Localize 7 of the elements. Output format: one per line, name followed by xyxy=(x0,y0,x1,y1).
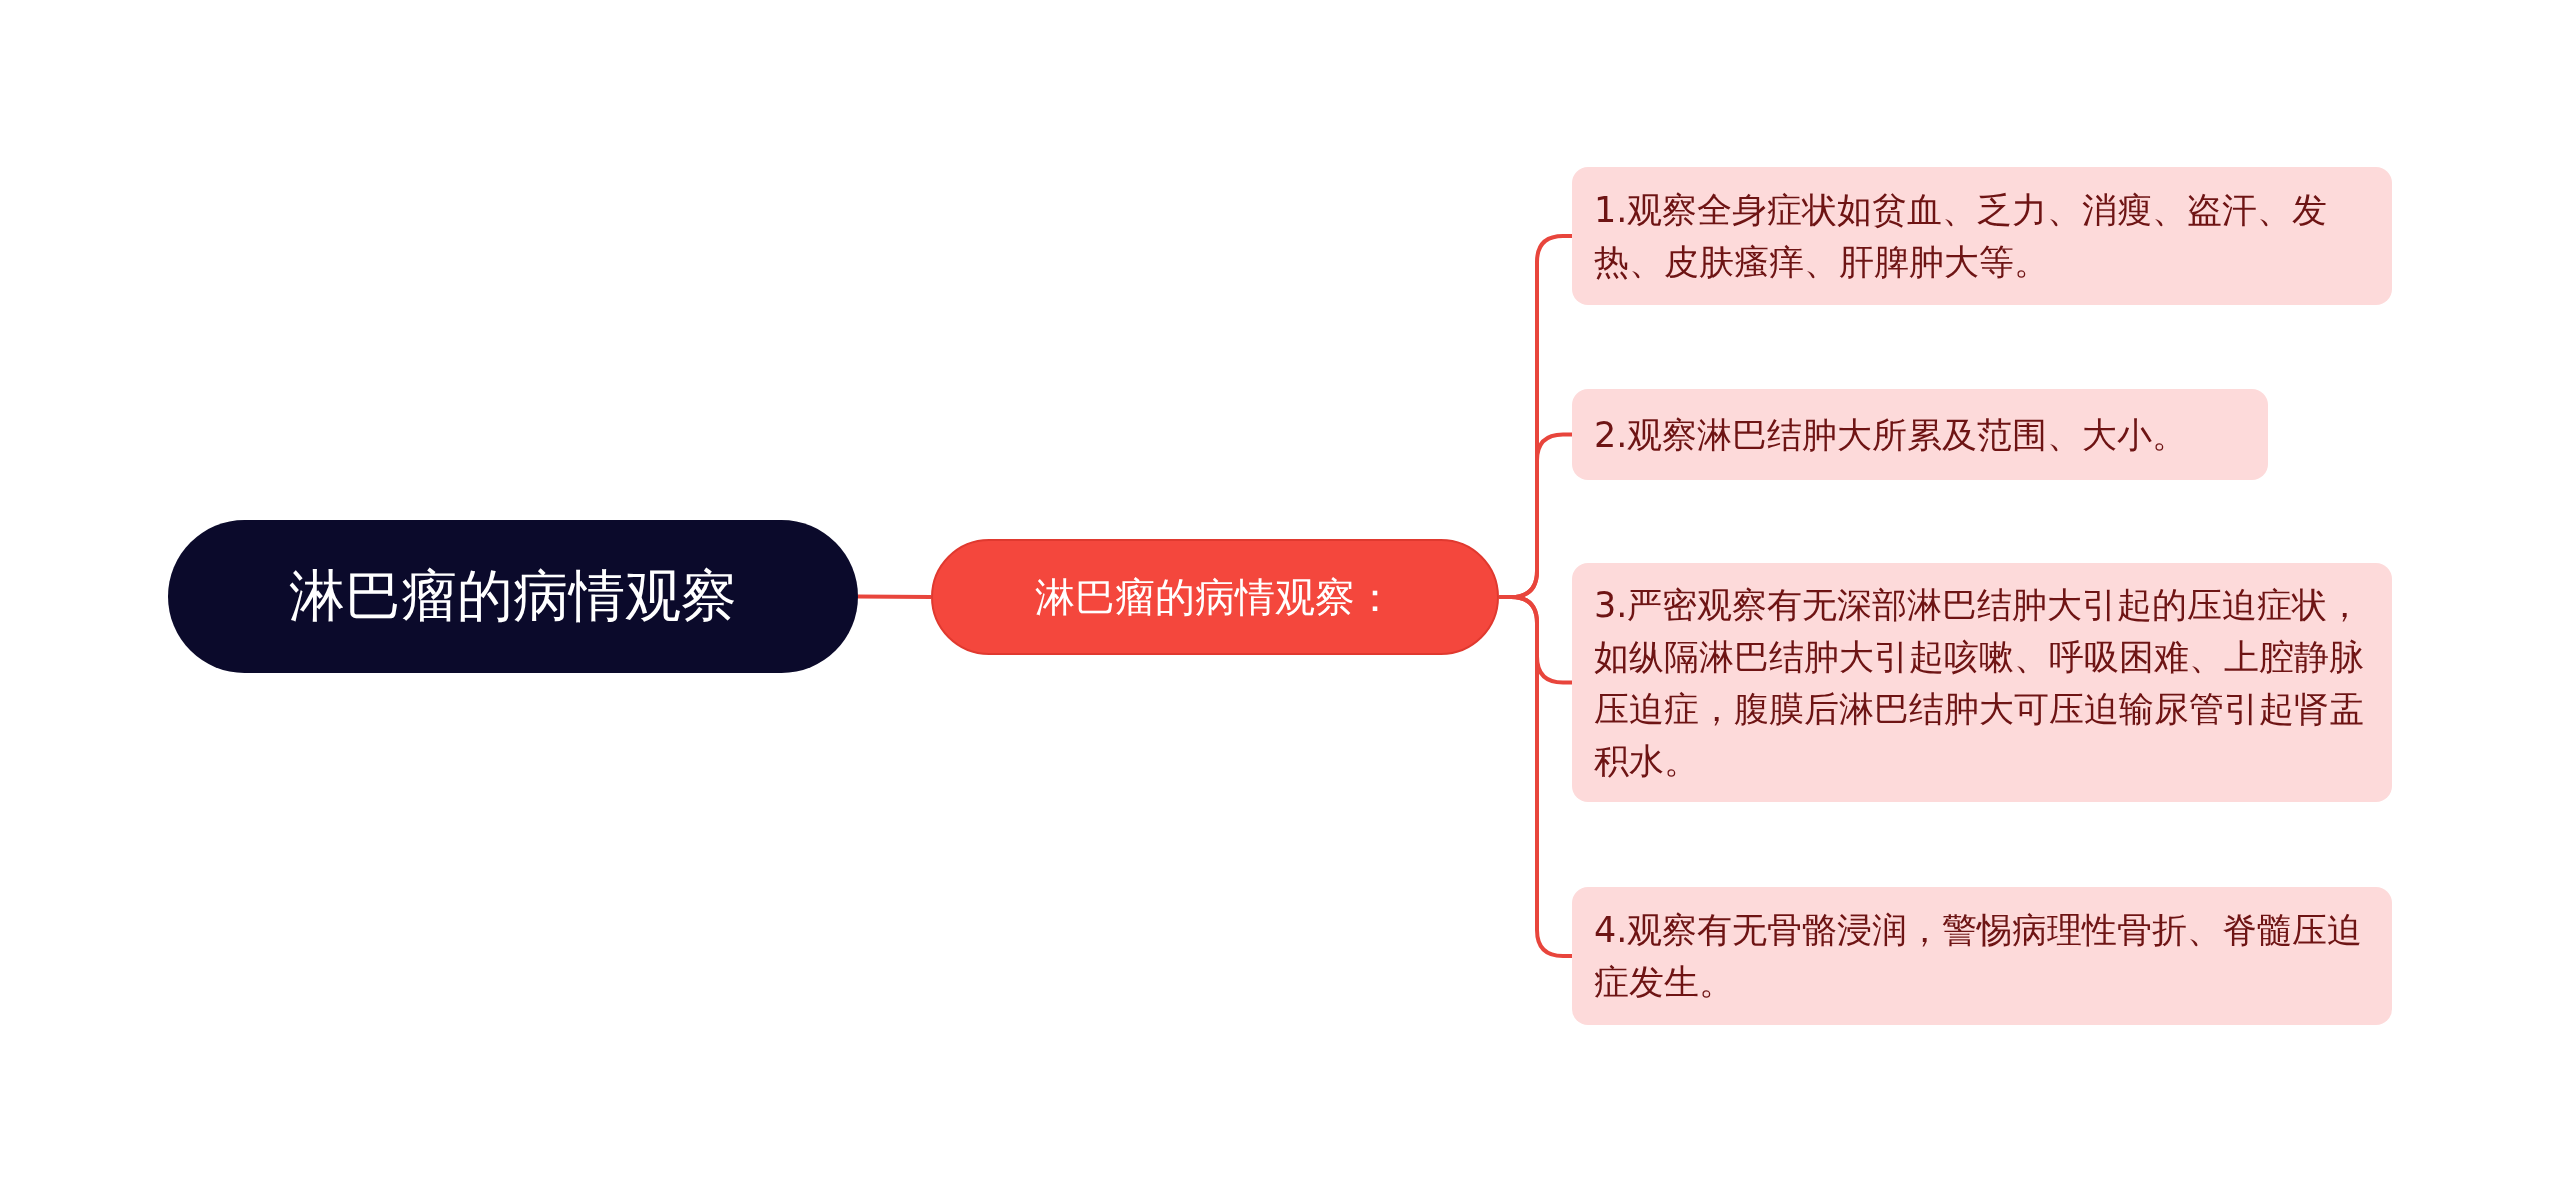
topic-box: 淋巴瘤的病情观察： xyxy=(931,539,1499,655)
subtopic-box: 1.观察全身症状如贫血、乏力、消瘦、盗汗、发热、皮肤瘙痒、肝脾肿大等。 xyxy=(1572,167,2392,305)
subtopic-box: 3.严密观察有无深部淋巴结肿大引起的压迫症状，如纵隔淋巴结肿大引起咳嗽、呼吸困难、上腔静脉压迫症，腹膜后淋巴结肿大可压迫输尿管引起肾盂积水。 xyxy=(1572,563,2392,802)
subtopic-box: 4.观察有无骨骼浸润，警惕病理性骨折、脊髓压迫症发生。 xyxy=(1572,887,2392,1025)
subtopic-box: 2.观察淋巴结肿大所累及范围、大小。 xyxy=(1572,389,2268,480)
root-topic-box: 淋巴瘤的病情观察 xyxy=(168,520,858,673)
connector-line xyxy=(858,594,931,599)
